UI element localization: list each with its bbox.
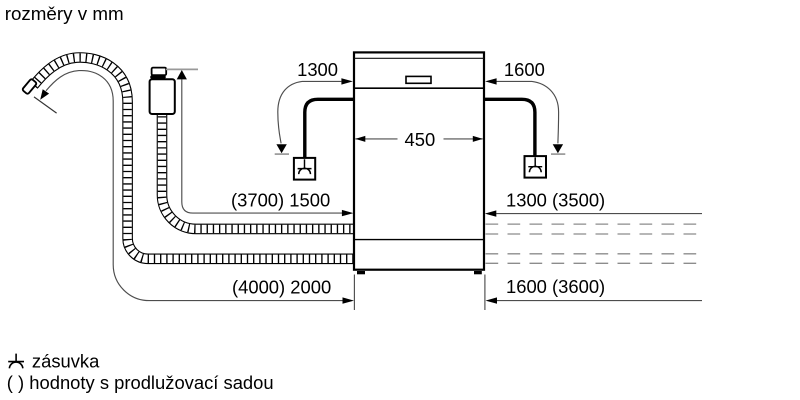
svg-text:(3700) 1500: (3700) 1500 [231, 189, 330, 210]
svg-text:450: 450 [405, 129, 436, 150]
svg-text:(4000) 2000: (4000) 2000 [232, 276, 331, 297]
svg-text:rozměry v mm: rozměry v mm [5, 3, 124, 24]
svg-text:( ) hodnoty s prodlužovací sad: ( ) hodnoty s prodlužovací sadou [7, 372, 274, 393]
svg-text:1600: 1600 [504, 59, 545, 80]
svg-text:zásuvka: zásuvka [32, 351, 100, 372]
svg-text:1300: 1300 [297, 59, 338, 80]
svg-text:1600 (3600): 1600 (3600) [506, 276, 605, 297]
svg-text:1300 (3500): 1300 (3500) [506, 189, 605, 210]
